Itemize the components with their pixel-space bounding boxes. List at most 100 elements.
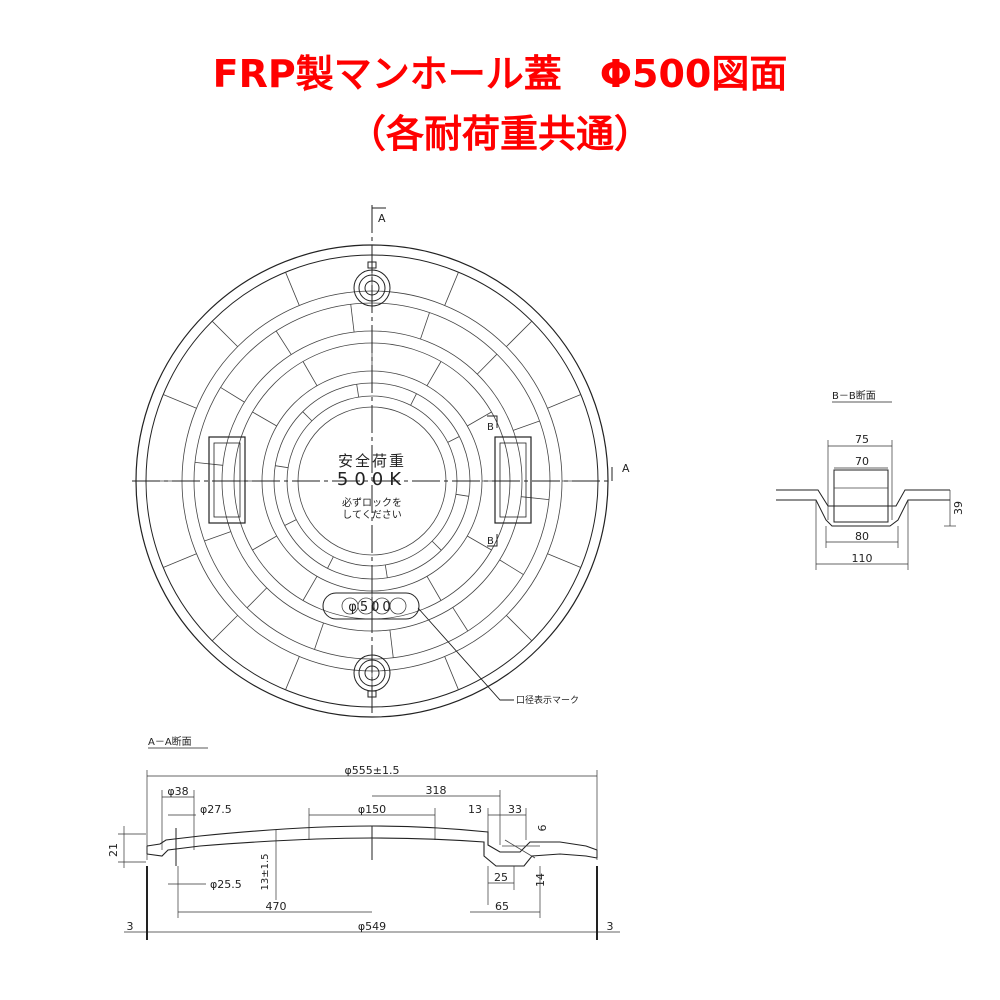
- radial-rib: [302, 361, 318, 386]
- dim-27-5: φ27.5: [200, 803, 232, 816]
- section-b-label-bottom: B: [487, 536, 494, 547]
- radial-rib: [252, 535, 277, 551]
- radial-rib: [285, 656, 300, 690]
- radial-rib: [467, 535, 492, 551]
- radial-rib: [513, 420, 540, 431]
- radial-rib: [506, 320, 533, 347]
- dim-3-left: 3: [127, 920, 134, 933]
- dim-470: 470: [266, 900, 287, 913]
- radial-rib: [275, 330, 292, 355]
- lock-detail-diagonal: [504, 839, 536, 859]
- radial-rib: [389, 629, 394, 658]
- radial-rib: [163, 553, 197, 568]
- callout-label: 口径表示マーク: [516, 694, 579, 706]
- radial-rib: [211, 320, 238, 347]
- radial-rib: [452, 607, 469, 632]
- radial-rib: [314, 622, 324, 650]
- section-b-marker-top: [487, 415, 498, 428]
- radial-rib: [499, 559, 524, 575]
- radial-rib: [547, 394, 581, 409]
- dim-39: 39: [952, 501, 965, 515]
- section-a-view: A－A断面 φ555±1.5 φ38 φ27.5 318 φ150 13 33 …: [107, 735, 620, 940]
- radial-rib: [455, 493, 469, 497]
- dim-150: φ150: [358, 803, 386, 816]
- lock-instruction-line2: してください: [342, 509, 401, 521]
- section-b-profile-bottom: [776, 499, 950, 527]
- dim-13-15: 13±1.5: [260, 853, 271, 890]
- page-subtitle: （各耐荷重共通）: [347, 112, 652, 156]
- radial-rib: [356, 384, 360, 398]
- pick-hole-top-core: [364, 280, 380, 296]
- section-a-label-right: A: [622, 462, 630, 475]
- dim-13: 13: [468, 803, 482, 816]
- radial-rib: [163, 394, 197, 409]
- dim-80: 80: [855, 530, 869, 543]
- pick-hole-top-inner: [358, 274, 386, 302]
- section-b-title: B－B断面: [832, 389, 876, 402]
- radial-rib: [426, 576, 442, 601]
- dim-70: 70: [855, 455, 869, 468]
- dim-38: φ38: [167, 785, 188, 798]
- pick-hole-bottom-inner: [358, 659, 386, 687]
- radial-rib: [327, 556, 334, 569]
- radial-rib: [384, 564, 388, 578]
- radial-rib: [444, 656, 459, 690]
- dim-14: 14: [534, 873, 547, 887]
- load-label: 安全荷重: [338, 452, 406, 470]
- radial-rib: [547, 553, 581, 568]
- dim-overall: φ555±1.5: [345, 764, 400, 777]
- pick-hole-top-outer: [353, 269, 391, 307]
- dim-33: 33: [508, 803, 522, 816]
- dim-6: 6: [536, 825, 549, 832]
- lock-slot-right: [494, 436, 532, 524]
- section-a-label-top: A: [378, 212, 386, 225]
- diameter-mark-text: φ500: [348, 600, 393, 615]
- dim-21: 21: [107, 843, 120, 857]
- lock-instruction-line1: 必ずロックを: [342, 496, 402, 509]
- section-a-title: A－A断面: [148, 735, 192, 748]
- radial-rib: [426, 361, 442, 386]
- dim-65: 65: [495, 900, 509, 913]
- radial-rib: [476, 353, 498, 375]
- page-title: FRP製マンホール蓋 Φ500図面: [212, 52, 788, 96]
- pick-hole-top-tab: [367, 261, 377, 269]
- lock-slot-left-inner: [213, 442, 241, 518]
- radial-rib: [447, 436, 460, 443]
- dim-25-5: φ25.5: [210, 878, 242, 891]
- dim-3-right: 3: [607, 920, 614, 933]
- radial-rib: [252, 411, 277, 427]
- radial-rib: [285, 272, 300, 306]
- load-value-label: 500K: [337, 469, 407, 490]
- radial-rib: [246, 587, 268, 609]
- radial-rib: [284, 519, 297, 526]
- section-b-label-top: B: [487, 422, 494, 433]
- radial-rib: [275, 465, 289, 469]
- radial-rib: [521, 496, 550, 501]
- dim-549: φ549: [358, 920, 386, 933]
- pick-hole-bottom-core: [364, 665, 380, 681]
- radial-rib: [220, 387, 245, 403]
- section-a-marker-top: [371, 207, 386, 212]
- dim-318: 318: [426, 784, 447, 797]
- lock-slot-left: [208, 436, 246, 524]
- radial-rib: [350, 304, 355, 333]
- plan-view: A A B B 安全荷重 500K 必ずロックを してください φ: [132, 205, 630, 718]
- lock-slot-right-inner: [499, 442, 527, 518]
- callout-leader: [417, 607, 514, 701]
- radial-rib: [467, 411, 492, 427]
- radial-ribs: [146, 255, 598, 707]
- radial-rib: [420, 312, 430, 340]
- radial-rib: [302, 411, 313, 422]
- section-b-marker-bottom: [487, 534, 498, 547]
- radial-rib: [506, 615, 533, 642]
- section-b-profile-top: [776, 489, 950, 523]
- dim-110: 110: [852, 552, 873, 565]
- radial-rib: [204, 531, 231, 542]
- section-b-view: B－B断面 75 70 80 110 39: [776, 389, 965, 570]
- radial-rib: [302, 576, 318, 601]
- dim-75: 75: [855, 433, 869, 446]
- diameter-mark-circle-4: [389, 597, 407, 615]
- radial-rib: [410, 393, 417, 406]
- radial-rib: [444, 272, 459, 306]
- diameter-mark-frame: [322, 592, 420, 620]
